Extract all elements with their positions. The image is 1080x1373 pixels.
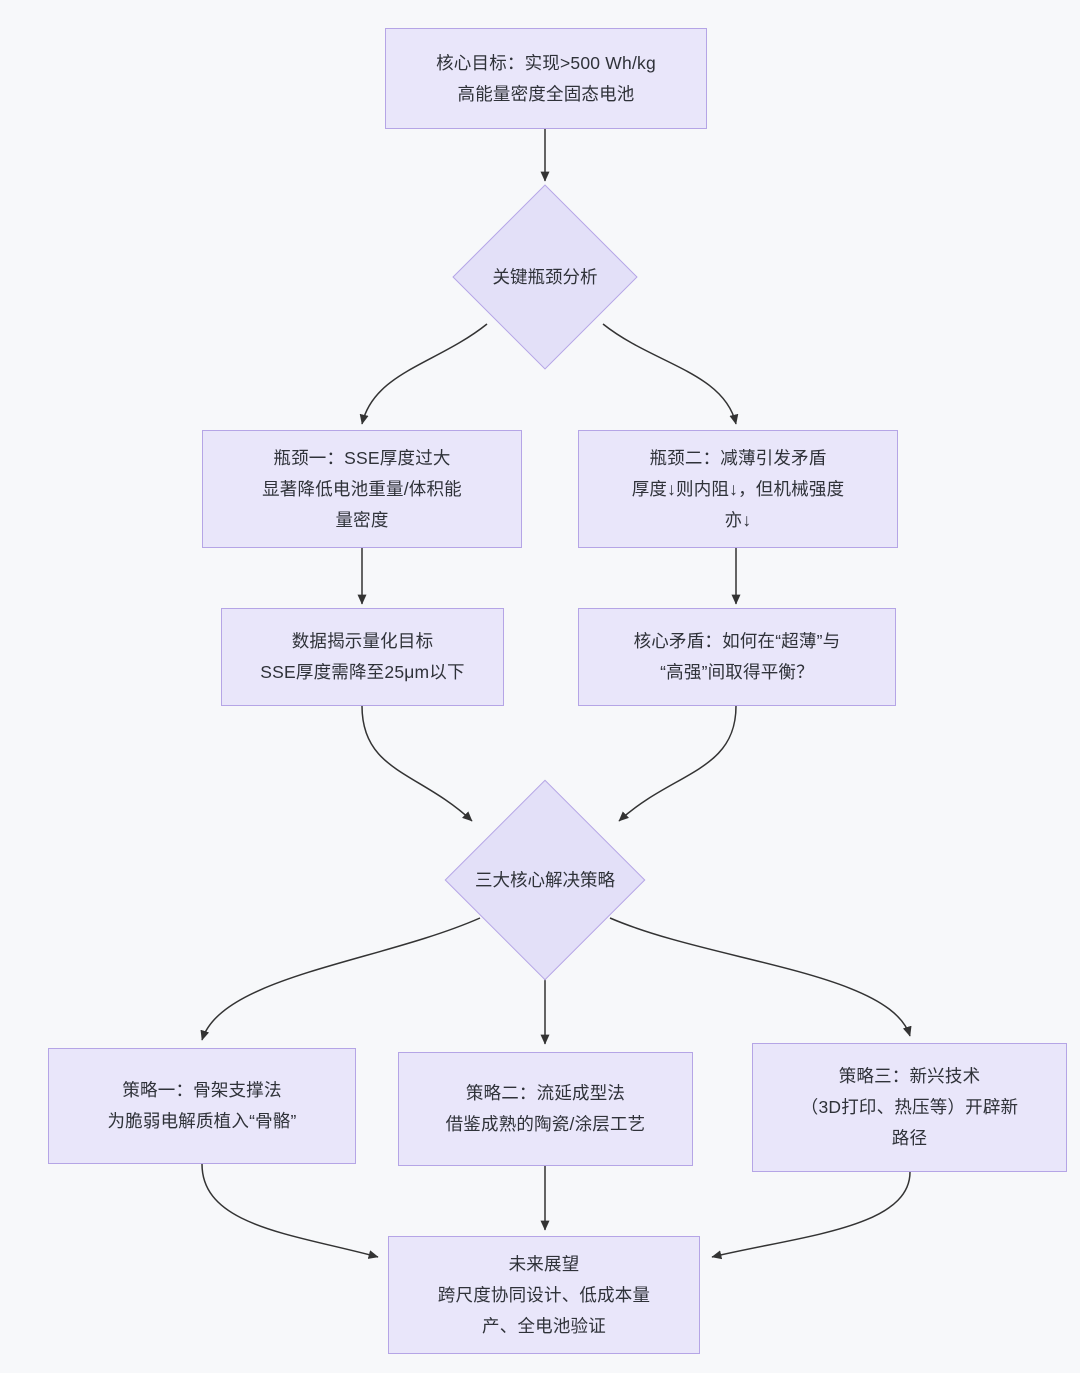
edge-strategies-to-strategy3 bbox=[609, 917, 912, 1037]
node-core-conflict-label: 核心矛盾：如何在“超薄”与 “高强”间取得平衡？ bbox=[633, 631, 841, 682]
node-bottleneck-2-label: 瓶颈二：减薄引发矛盾 厚度↓则内阻↓，但机械强度 亦↓ bbox=[631, 447, 845, 530]
node-analysis[interactable]: 关键瓶颈分析 bbox=[450, 182, 640, 372]
node-quantitative-target[interactable]: 数据揭示量化目标 SSE厚度需降至25μm以下 bbox=[221, 608, 504, 706]
node-strategy-3-label: 策略三：新兴技术 （3D打印、热压等）开辟新 路径 bbox=[800, 1066, 1019, 1148]
node-strategies[interactable]: 三大核心解决策略 bbox=[435, 779, 655, 981]
edge-strategy3-to-outlook bbox=[711, 1171, 911, 1260]
node-goal-label: 核心目标：实现>500 Wh/kg 高能量密度全固态电池 bbox=[436, 52, 656, 104]
node-analysis-label: 关键瓶颈分析 bbox=[492, 267, 598, 287]
node-strategies-label: 三大核心解决策略 bbox=[475, 870, 615, 890]
node-strategy-2-label: 策略二：流延成型法 借鉴成熟的陶瓷/涂层工艺 bbox=[445, 1083, 646, 1134]
node-strategy-2[interactable]: 策略二：流延成型法 借鉴成熟的陶瓷/涂层工艺 bbox=[398, 1052, 693, 1166]
node-core-conflict[interactable]: 核心矛盾：如何在“超薄”与 “高强”间取得平衡？ bbox=[578, 608, 896, 706]
node-outlook[interactable]: 未来展望 跨尺度协同设计、低成本量 产、全电池验证 bbox=[388, 1236, 700, 1354]
node-bottleneck-2[interactable]: 瓶颈二：减薄引发矛盾 厚度↓则内阻↓，但机械强度 亦↓ bbox=[578, 430, 898, 548]
edge-strategy1-to-outlook bbox=[201, 1163, 379, 1259]
node-bottleneck-1[interactable]: 瓶颈一：SSE厚度过大 显著降低电池重量/体积能 量密度 bbox=[202, 430, 522, 548]
node-strategy-1[interactable]: 策略一：骨架支撑法 为脆弱电解质植入“骨骼” bbox=[48, 1048, 356, 1164]
node-bottleneck-1-label: 瓶颈一：SSE厚度过大 显著降低电池重量/体积能 量密度 bbox=[262, 447, 462, 530]
node-strategy-1-label: 策略一：骨架支撑法 为脆弱电解质植入“骨骼” bbox=[107, 1080, 297, 1131]
node-quantitative-target-label: 数据揭示量化目标 SSE厚度需降至25μm以下 bbox=[260, 631, 465, 682]
node-goal[interactable]: 核心目标：实现>500 Wh/kg 高能量密度全固态电池 bbox=[385, 28, 707, 129]
node-outlook-label: 未来展望 跨尺度协同设计、低成本量 产、全电池验证 bbox=[437, 1253, 651, 1336]
node-strategy-3[interactable]: 策略三：新兴技术 （3D打印、热压等）开辟新 路径 bbox=[752, 1043, 1067, 1172]
